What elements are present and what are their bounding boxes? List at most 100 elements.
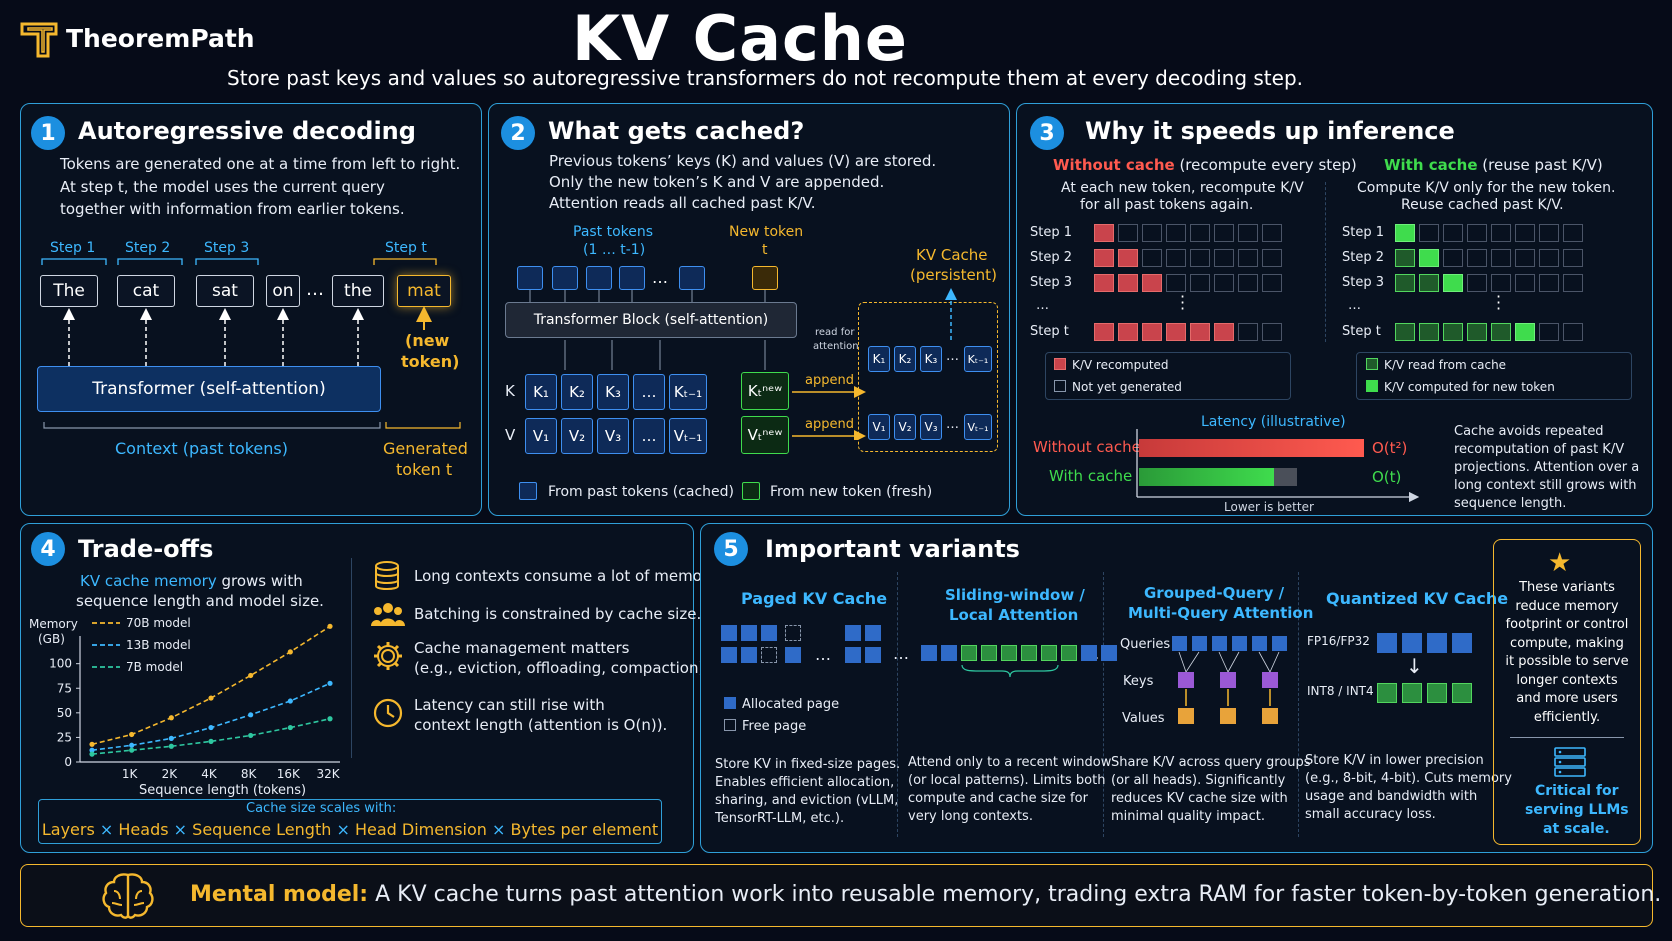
without-cache-head: Without cache bbox=[1053, 156, 1175, 174]
legend-not-yet: Not yet generated bbox=[1054, 380, 1182, 394]
formula-layers: Layers bbox=[41, 820, 95, 839]
legend-read-swatch bbox=[1366, 358, 1378, 370]
gqa-desc-2: (or all heads). Significantly bbox=[1111, 773, 1286, 788]
without-grid-row4-cell4 bbox=[1166, 323, 1186, 341]
key-head-3 bbox=[1262, 672, 1278, 688]
formula-bytes: Bytes per element bbox=[510, 820, 659, 839]
legend-new-swatch bbox=[742, 482, 760, 500]
without-grid-row1-cell6 bbox=[1214, 224, 1234, 242]
quant-desc-2: (e.g., 8-bit, 4-bit). Cuts memory bbox=[1305, 771, 1512, 786]
gqa-diagram bbox=[1172, 636, 1287, 724]
with-grid-row1-cell5 bbox=[1491, 224, 1511, 242]
token-ellipsis: … bbox=[306, 279, 324, 300]
query-head-2 bbox=[1192, 636, 1207, 651]
paged-legend-alloc: Allocated page bbox=[724, 697, 839, 712]
q-link-a-2 bbox=[1258, 651, 1271, 673]
panel3-title: Why it speeds up inference bbox=[1085, 117, 1455, 145]
legend-label-1: 13B model bbox=[126, 638, 191, 652]
past-token-square-3 bbox=[586, 266, 612, 290]
callout-line-3: footprint or control bbox=[1505, 617, 1629, 632]
without-grid-row4-cell2 bbox=[1118, 323, 1138, 341]
legend-not-yet-swatch bbox=[1054, 380, 1066, 392]
fp-block-1 bbox=[1377, 633, 1397, 653]
series-0-point-5 bbox=[287, 649, 293, 655]
page-subtitle: Store past keys and values so autoregres… bbox=[227, 66, 1303, 90]
without-desc-1: At each new token, recompute K/V bbox=[1061, 180, 1304, 196]
kv-cache-container bbox=[858, 302, 998, 452]
query-head-3 bbox=[1212, 636, 1227, 651]
latency-title: Latency (illustrative) bbox=[1201, 414, 1346, 430]
left-grid-vdots: ··· bbox=[1180, 287, 1186, 318]
sliding-token-10 bbox=[1101, 645, 1117, 661]
fp-block-2 bbox=[1402, 633, 1422, 653]
with-grid-row2-cell5 bbox=[1491, 249, 1511, 267]
lower-is-better: Lower is better bbox=[1224, 500, 1314, 514]
panel3-number: 3 bbox=[1030, 116, 1064, 150]
panel1-title: Autoregressive decoding bbox=[78, 117, 416, 145]
with-cache-tail: (reuse past K/V) bbox=[1477, 156, 1603, 174]
with-grid-row3-cell5 bbox=[1491, 274, 1511, 292]
token-on: on bbox=[266, 275, 300, 307]
panel2-title: What gets cached? bbox=[548, 117, 805, 145]
sliding-ellipsis-left: … bbox=[893, 644, 909, 663]
paged-title: Paged KV Cache bbox=[741, 589, 888, 608]
panel1-desc-3: together with information from earlier t… bbox=[60, 200, 405, 218]
without-grid-row3-cell3 bbox=[1142, 274, 1162, 292]
latency-o-without: O(t²) bbox=[1372, 439, 1408, 457]
without-grid-row2-cell8 bbox=[1262, 249, 1282, 267]
with-grid-row1-cell4 bbox=[1467, 224, 1487, 242]
critical-3: at scale. bbox=[1543, 821, 1610, 837]
formula-head-dim: Head Dimension bbox=[354, 820, 487, 839]
query-head-6 bbox=[1272, 636, 1287, 651]
panel2-desc-2: Only the new token’s K and V are appende… bbox=[549, 173, 885, 191]
database-icon bbox=[372, 560, 402, 596]
free-swatch bbox=[724, 719, 736, 731]
page-block-1-5 bbox=[865, 647, 881, 663]
panel5-number: 5 bbox=[714, 532, 748, 566]
sliding-token-8 bbox=[1061, 645, 1077, 661]
without-grid-row3-cell6 bbox=[1214, 274, 1234, 292]
query-head-4 bbox=[1232, 636, 1247, 651]
without-grid-row1-cell4 bbox=[1166, 224, 1186, 242]
without-cache-tail: (recompute every step) bbox=[1174, 156, 1357, 174]
panel3-divider bbox=[1325, 182, 1326, 342]
legend-recomputed-swatch bbox=[1054, 358, 1066, 370]
panel2-desc-3: Attention reads all cached past K/V. bbox=[549, 194, 816, 212]
v-cell-3: V₃ bbox=[597, 418, 629, 454]
panel4-desc-tail: grows with bbox=[216, 572, 303, 590]
legend-label-2: 7B model bbox=[126, 660, 183, 674]
page-block-1-2 bbox=[761, 647, 777, 663]
gqa-queries-label: Queries bbox=[1120, 637, 1171, 652]
quant-title: Quantized KV Cache bbox=[1326, 589, 1509, 608]
token-arrows bbox=[63, 306, 432, 366]
without-grid-row2-cell2 bbox=[1118, 249, 1138, 267]
formula-times-4: × bbox=[492, 820, 506, 839]
callout-line-5: it possible to serve bbox=[1505, 654, 1629, 669]
paged-desc-1: Store KV in fixed-size pages. bbox=[715, 757, 901, 772]
without-grid-row3-cell4 bbox=[1166, 274, 1186, 292]
panel4-desc-1: KV cache memory grows with bbox=[80, 572, 303, 590]
right-row-label-3: Step 3 bbox=[1342, 275, 1385, 290]
with-grid-row2-cell8 bbox=[1563, 249, 1583, 267]
users-icon bbox=[371, 600, 405, 632]
k-cell-ellipsis: … bbox=[633, 374, 665, 410]
left-row-label-5: Step t bbox=[1030, 324, 1069, 339]
page-block-0-4 bbox=[845, 625, 861, 641]
callout-line-1: These variants bbox=[1519, 580, 1615, 595]
brand-name: TheoremPath bbox=[66, 24, 255, 53]
quant-desc-3: usage and bandwidth with bbox=[1305, 789, 1478, 804]
sliding-token-4 bbox=[981, 645, 997, 661]
right-grid-vdots: ··· bbox=[1496, 287, 1502, 318]
without-grid-row3-cell2 bbox=[1118, 274, 1138, 292]
right-row-label-2: Step 2 bbox=[1342, 250, 1385, 265]
right-row-label-5: Step t bbox=[1342, 324, 1381, 339]
page-block-0-5 bbox=[865, 625, 881, 641]
int-block-2 bbox=[1402, 683, 1422, 703]
series-0-point-2 bbox=[168, 715, 174, 721]
with-grid-row4-cell7 bbox=[1539, 323, 1559, 341]
v-cell-last: Vₜ₋₁ bbox=[669, 418, 707, 454]
panel1-number: 1 bbox=[31, 116, 65, 150]
with-cache-heading: With cache (reuse past K/V) bbox=[1384, 156, 1603, 174]
transformer-block-label: Transformer Block (self-attention) bbox=[533, 312, 769, 328]
legend-label-0: 70B model bbox=[126, 616, 191, 630]
